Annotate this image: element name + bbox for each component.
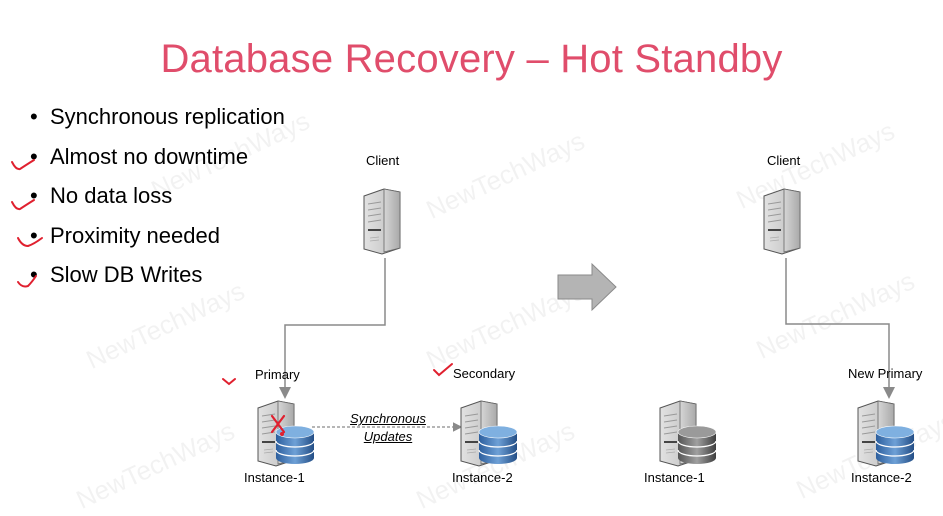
list-item-text: Synchronous replication bbox=[50, 104, 285, 129]
client-server-icon bbox=[363, 188, 401, 255]
instance-2-label: Instance-2 bbox=[851, 470, 912, 485]
checkmark-icon bbox=[433, 363, 453, 377]
list-item: • No data loss bbox=[28, 179, 285, 219]
client-label: Client bbox=[767, 153, 801, 168]
checkmark-icon bbox=[11, 159, 35, 171]
chevron-mark-icon bbox=[222, 378, 236, 386]
replication-label: Synchronous Updates bbox=[340, 410, 436, 446]
feature-list: • Synchronous replication • Almost no down… bbox=[28, 100, 285, 298]
checkmark-icon bbox=[11, 199, 35, 211]
checkmark-icon bbox=[17, 275, 37, 288]
replication-label-line1: Synchronous bbox=[350, 411, 426, 426]
list-item: • Slow DB Writes bbox=[28, 258, 285, 298]
client-label: Client bbox=[366, 153, 400, 168]
primary-label: Primary bbox=[255, 367, 300, 382]
replication-label-line2: Updates bbox=[363, 429, 413, 444]
instance-2-label: Instance-2 bbox=[452, 470, 513, 485]
checkmark-icon bbox=[17, 237, 43, 248]
bullet-icon: • bbox=[30, 143, 38, 169]
instance-1-db-server-icon bbox=[257, 400, 315, 467]
list-item-text: Proximity needed bbox=[50, 222, 220, 248]
bullet-icon: • bbox=[30, 222, 38, 248]
diagram-connectors bbox=[279, 258, 895, 432]
page-title: Database Recovery – Hot Standby bbox=[160, 36, 783, 81]
list-item-text: Almost no downtime bbox=[50, 143, 249, 169]
bullet-icon: • bbox=[30, 262, 38, 287]
bullet-icon: • bbox=[30, 104, 38, 129]
client-server-icon bbox=[763, 188, 801, 255]
secondary-label: Secondary bbox=[453, 366, 516, 381]
list-item: • Proximity needed bbox=[28, 219, 285, 259]
list-item-text: No data loss bbox=[50, 183, 173, 208]
instance-1-label: Instance-1 bbox=[244, 470, 305, 485]
new-primary-label: New Primary bbox=[848, 366, 923, 381]
instance-2-db-server-icon bbox=[460, 400, 518, 467]
instance-2-db-server-icon bbox=[857, 400, 915, 467]
instance-1-db-server-icon bbox=[659, 400, 717, 467]
list-item: • Synchronous replication bbox=[28, 100, 285, 140]
bullet-icon: • bbox=[30, 183, 38, 208]
client-to-new-primary-connector bbox=[785, 258, 895, 399]
transition-arrow-icon bbox=[557, 262, 617, 312]
instance-1-label: Instance-1 bbox=[644, 470, 705, 485]
client-to-primary-connector bbox=[279, 258, 386, 399]
list-item: • Almost no downtime bbox=[28, 140, 285, 180]
list-item-text: Slow DB Writes bbox=[50, 262, 203, 287]
